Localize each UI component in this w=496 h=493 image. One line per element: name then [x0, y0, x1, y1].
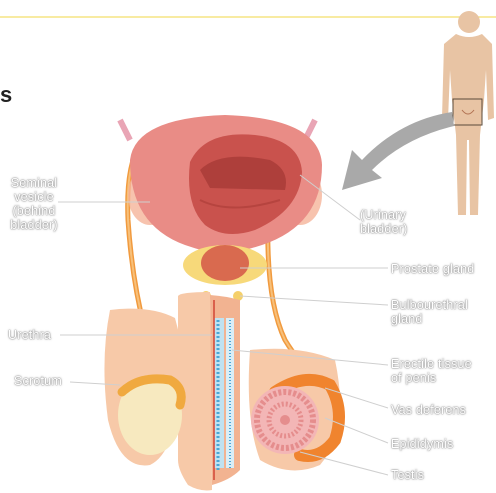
label-epididymis: Epididymis [391, 437, 453, 451]
heading-fragment: s [0, 82, 12, 108]
prostate-gland [183, 245, 267, 285]
curved-arrow-icon [342, 112, 454, 190]
penis [178, 292, 240, 490]
label-prostate-gland: Prostate gland [391, 262, 474, 276]
label-bulbourethral-gland: Bulbourethral gland [391, 298, 468, 326]
label-scrotum: Scrotum [14, 374, 62, 388]
urinary-bladder [130, 115, 322, 255]
label-urinary-bladder: (Urinary bladder) [360, 208, 407, 236]
label-vas-deferens: Vas deferens [391, 403, 466, 417]
label-urethra: Urethra [8, 328, 51, 342]
testis-left [118, 375, 182, 455]
label-seminal-vesicle: Seminal vesicle (behind bladder) [6, 176, 62, 232]
label-testis: Testis [391, 468, 424, 482]
label-erectile-tissue: Erectile tissue of penis [391, 357, 472, 385]
